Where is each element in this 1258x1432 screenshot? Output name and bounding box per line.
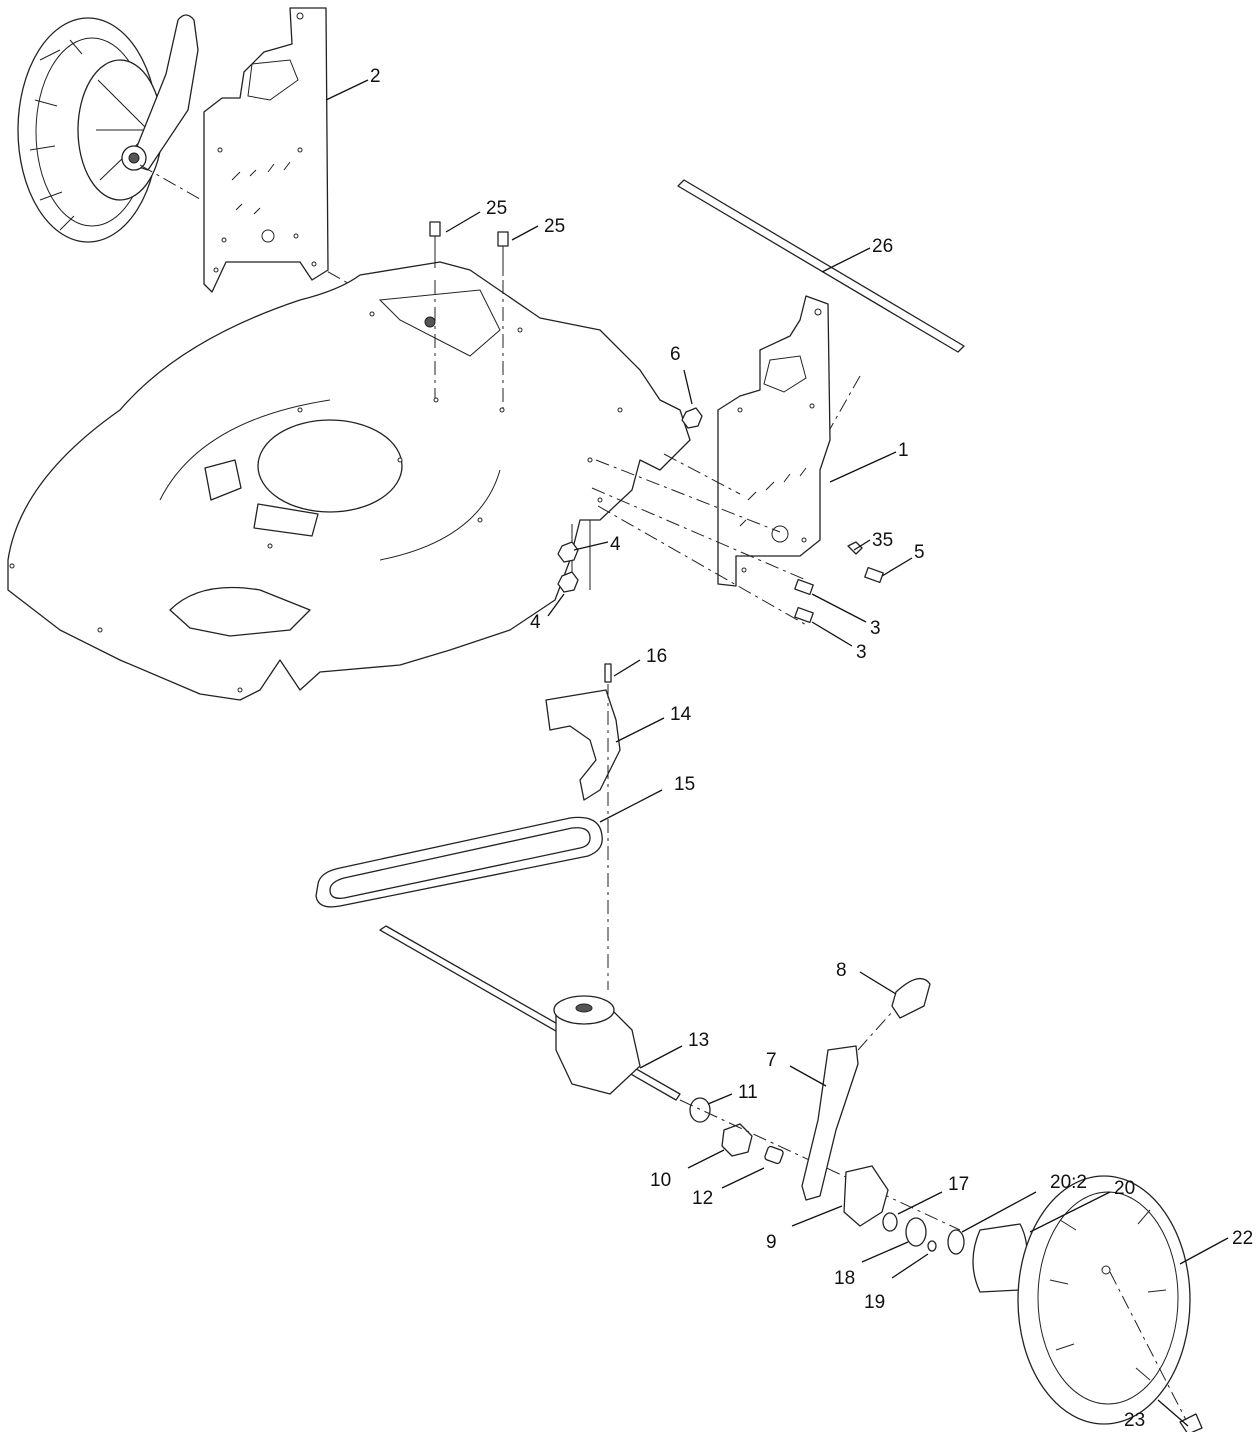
callout-2: 2: [370, 66, 381, 87]
screw-16: [604, 663, 612, 683]
callout-9: 9: [766, 1232, 777, 1253]
front-wheel-assembly: [1017, 1175, 1203, 1432]
deck-discharge-chute: [169, 586, 311, 637]
deck-bolt-25b: [497, 231, 509, 247]
washer-20-2: [947, 1229, 965, 1255]
bearing-10: [721, 1123, 753, 1157]
callout-14: 14: [670, 704, 692, 725]
callout-3b: 3: [856, 642, 867, 663]
side-fasteners: [794, 541, 884, 624]
left-height-plate: [203, 7, 329, 293]
spacer-12: [764, 1145, 784, 1165]
callout-3a: 3: [870, 618, 881, 639]
callout-labels: 2 25 25 26 6 1 35 5 4 4 3 3 16 14 15 8 1…: [370, 66, 1253, 1431]
callout-12: 12: [692, 1188, 713, 1209]
callout-4a: 4: [610, 534, 621, 555]
callout-17: 17: [948, 1174, 969, 1195]
callout-20-2: 20:2: [1050, 1172, 1087, 1193]
leader-lines: [325, 79, 1229, 1427]
drive-control-rod: [677, 179, 965, 353]
callout-19: 19: [864, 1292, 885, 1313]
drive-belt: [315, 816, 603, 908]
callout-1: 1: [898, 440, 909, 461]
nut-6: [681, 407, 703, 429]
deck-vent-left: [204, 459, 242, 501]
bolts-25: [424, 221, 509, 408]
callout-8: 8: [836, 960, 847, 981]
rear-wheel-assembly: [17, 14, 199, 243]
nut-4a: [557, 541, 579, 563]
screw-35: [847, 541, 863, 555]
callout-18: 18: [834, 1268, 855, 1289]
deck-blade-opening: [257, 419, 403, 513]
callout-13: 13: [688, 1030, 709, 1051]
transmission-assembly: [379, 925, 681, 1101]
callout-11: 11: [738, 1082, 758, 1103]
wheel-bolt-23: [1179, 1413, 1203, 1432]
callout-4b: 4: [530, 612, 541, 633]
callout-10: 10: [650, 1170, 671, 1191]
front-wheel-tire: [1017, 1175, 1191, 1425]
right-height-plate: [717, 295, 831, 587]
callout-35: 35: [872, 530, 893, 551]
mower-deck: [7, 261, 691, 701]
callout-26: 26: [872, 236, 893, 257]
gear-18: [905, 1217, 927, 1247]
callout-5: 5: [914, 542, 925, 563]
belt-guard-bracket: [545, 663, 621, 990]
nut-4b: [557, 571, 579, 593]
callout-25b: 25: [544, 216, 565, 237]
bolt-3a: [794, 578, 814, 596]
callout-20: 20: [1114, 1178, 1135, 1199]
washer-19: [927, 1240, 937, 1252]
bolt-3b: [794, 606, 814, 624]
bushing-11: [689, 1097, 711, 1123]
callout-22: 22: [1232, 1228, 1253, 1249]
callout-25a: 25: [486, 198, 507, 219]
callout-6: 6: [670, 344, 681, 365]
lever-plate: [843, 1165, 889, 1227]
lever-handle: [891, 977, 931, 1019]
deck-bolt-25a: [429, 221, 441, 237]
washer-17: [882, 1212, 898, 1232]
callout-23: 23: [1124, 1410, 1145, 1431]
drive-axle: [379, 925, 681, 1101]
bolt-5: [864, 566, 884, 584]
callout-7: 7: [766, 1050, 777, 1071]
height-adjust-lever: [801, 1045, 859, 1201]
callout-16: 16: [646, 646, 667, 667]
callout-15: 15: [674, 774, 695, 795]
deck-vent-center: [253, 503, 319, 537]
rear-height-lever: [129, 14, 199, 171]
